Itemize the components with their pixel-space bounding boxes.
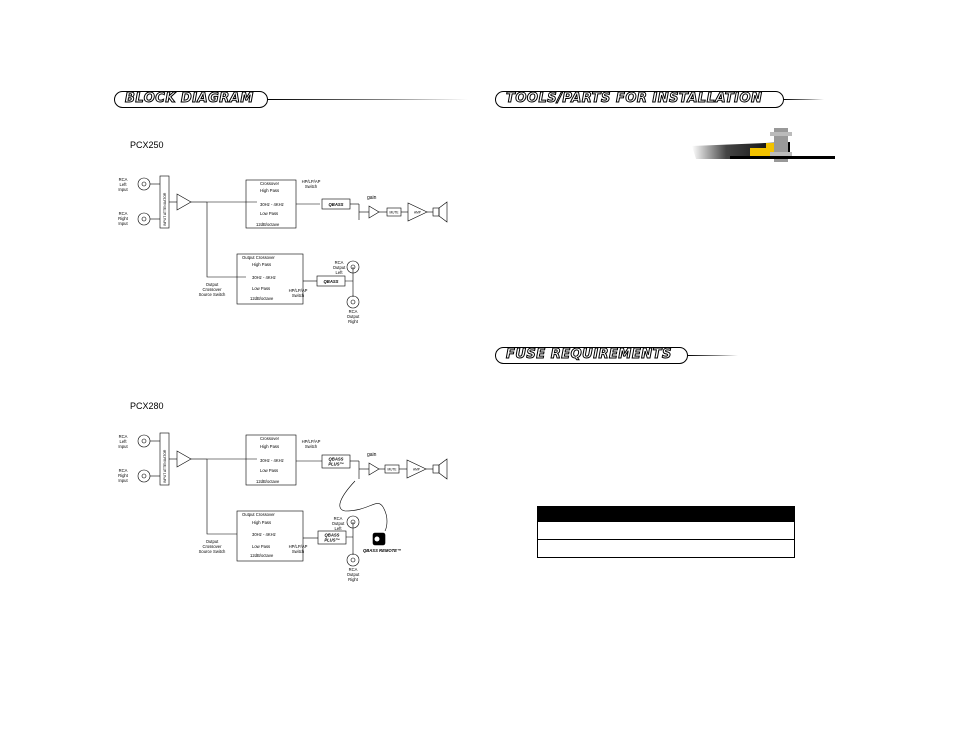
out-freq-range-label: 30Hz - 4KHz — [252, 532, 276, 537]
amp-triangle — [406, 459, 427, 479]
speaker-icon — [432, 458, 448, 480]
freq-range-label: 30Hz - 4KHz — [260, 202, 284, 207]
input-left-jack — [137, 434, 151, 448]
tools-illustration — [692, 128, 835, 162]
fuse-banner: Fuse Requirements — [495, 347, 688, 364]
qbass-label: QBASS — [329, 202, 344, 207]
slope-label: 12dB/octave — [256, 222, 280, 227]
amp-label: AMP — [413, 468, 420, 472]
freq-range-label: 30Hz - 4KHz — [260, 458, 284, 463]
low-pass-label: Low Pass — [260, 211, 278, 216]
output-right-jack — [346, 295, 360, 309]
fuse-heading: Fuse Requirements — [506, 347, 672, 363]
out-slope-label: 12dB/octave — [250, 296, 274, 301]
crossover-title: Crossover — [260, 436, 280, 441]
out-high-pass-label: High Pass — [252, 520, 271, 525]
out-qbass-plus-box — [317, 530, 347, 545]
remote-cable — [339, 480, 388, 532]
amp-triangle — [407, 202, 428, 222]
gain-label: gain — [367, 195, 377, 201]
high-pass-label: High Pass — [260, 188, 279, 193]
low-pass-label: Low Pass — [260, 468, 278, 473]
output-left-jack — [346, 260, 360, 274]
output-crossover-block — [236, 510, 304, 562]
input-right-jack — [137, 469, 151, 483]
speaker-icon — [432, 201, 448, 223]
block-diagram-rule — [268, 99, 468, 100]
crossover-title: Crossover — [260, 181, 280, 186]
model-label-pcx280: PCX280 — [130, 401, 164, 411]
output-crossover-block — [236, 253, 304, 305]
out-low-pass-label: Low Pass — [252, 286, 270, 291]
out-qbass-label: QBASS — [324, 279, 339, 284]
block-diagram-heading: Block Diagram — [125, 91, 254, 107]
remote-label: QBASS REMOTE™ — [363, 548, 401, 553]
output-crossover-title: Output Crossover — [242, 255, 275, 260]
mount-plate — [730, 156, 835, 159]
model-label-pcx250: PCX250 — [130, 140, 164, 150]
out-low-pass-label: Low Pass — [252, 544, 270, 549]
fuse-table-row — [537, 521, 795, 540]
wire-terminal — [750, 148, 774, 156]
mute-label: MUTE — [387, 468, 396, 472]
high-pass-label: High Pass — [260, 444, 279, 449]
slope-label: 12dB/octave — [256, 479, 280, 484]
output-crossover-title: Output Crossover — [242, 512, 275, 517]
amp-label: AMP — [414, 211, 421, 215]
input-attenuator-label: INPUT ATTENUATOR — [163, 192, 167, 226]
input-buffer — [176, 193, 192, 211]
gain-buffer — [368, 205, 380, 219]
gain-buffer — [368, 462, 380, 476]
output-right-jack — [346, 553, 360, 567]
remote-knob-icon — [372, 532, 386, 546]
out-freq-range-label: 30Hz - 4KHz — [252, 275, 276, 280]
block-diagram-banner: Block Diagram — [114, 91, 268, 108]
input-right-jack — [137, 212, 151, 226]
out-slope-label: 12dB/octave — [250, 553, 274, 558]
input-attenuator-label: INPUT ATTENUATOR — [163, 449, 167, 483]
qbass-plus-box — [321, 454, 351, 469]
crossover-block — [245, 434, 297, 486]
out-high-pass-label: High Pass — [252, 262, 271, 267]
tools-rule — [784, 99, 824, 100]
fuse-table-row — [537, 539, 795, 558]
tools-heading: Tools/Parts For Installation — [505, 91, 763, 107]
fuse-table — [537, 506, 795, 558]
mute-label: MUTE — [389, 211, 398, 215]
input-left-jack — [137, 177, 151, 191]
output-left-jack — [346, 515, 360, 529]
tools-banner: Tools/Parts For Installation — [495, 91, 784, 108]
fuse-rule — [688, 355, 738, 356]
input-buffer — [176, 450, 192, 468]
gain-label: gain — [367, 452, 377, 458]
fuse-table-header — [537, 506, 795, 522]
